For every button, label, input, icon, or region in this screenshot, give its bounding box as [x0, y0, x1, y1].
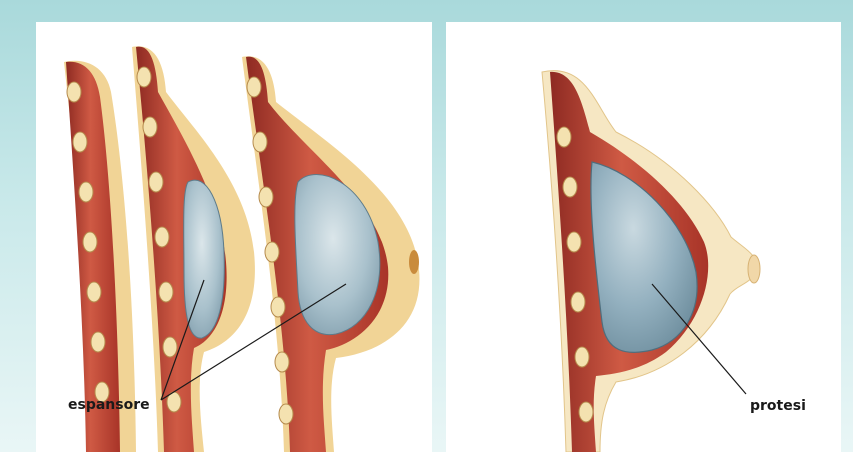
stage-2-expander	[132, 46, 255, 452]
nipple	[748, 255, 760, 283]
expander-panel: espansore	[36, 22, 432, 452]
prosthesis-label: protesi	[750, 398, 806, 414]
stage-3-expanded	[242, 56, 419, 452]
expander-label: espansore	[68, 397, 150, 413]
prosthesis-illustration	[446, 22, 841, 452]
prosthesis-panel: protesi	[446, 22, 841, 452]
stage-3-nipple	[409, 250, 419, 274]
stage-1-chest-wall	[64, 61, 136, 452]
expander-illustration	[36, 22, 432, 452]
